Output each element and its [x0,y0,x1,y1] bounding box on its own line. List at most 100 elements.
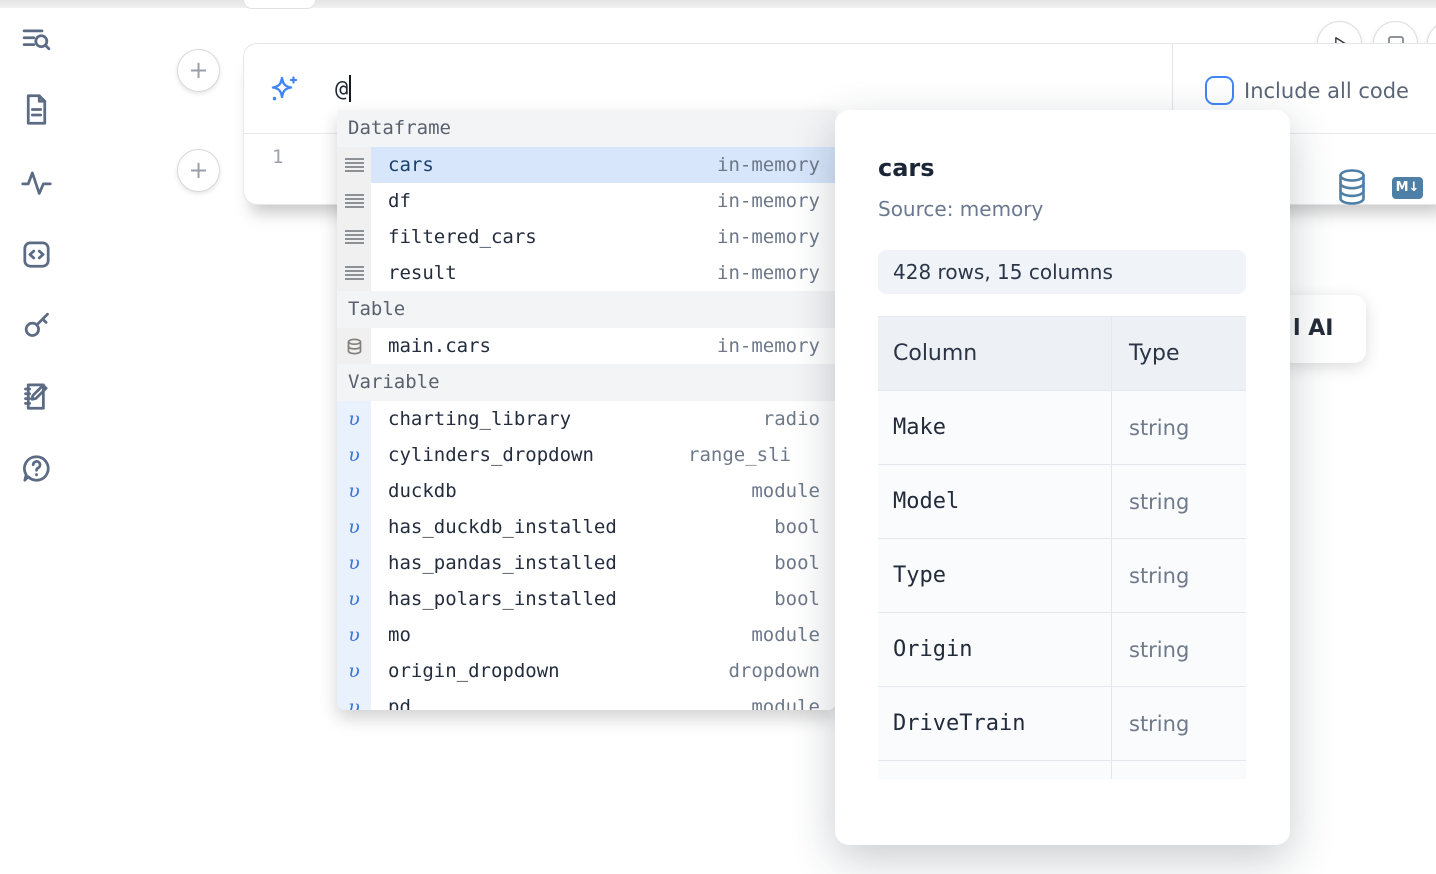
item-label: cars [388,154,434,176]
item-detail: bool [668,516,820,538]
schema-row: DriveTrain string [878,687,1246,761]
completion-item[interactable]: cars in-memory [337,147,836,183]
column-name: Origin [893,637,972,662]
column-header: Column [878,317,1111,390]
completion-item[interactable]: υ has_polars_installedbool [337,581,836,617]
item-detail: bool [668,588,820,610]
item-detail: radio [668,408,820,430]
key-icon[interactable] [20,308,53,341]
item-detail: in-memory [668,154,820,176]
item-label: df [388,190,411,212]
completion-group-header: Dataframe [337,110,836,147]
item-detail: range_sli [688,444,836,466]
schema-row: Make string [878,391,1246,465]
completion-item[interactable]: result in-memory [337,255,836,291]
item-label: filtered_cars [388,226,537,248]
variable-icon: υ [337,473,371,509]
include-all-code-label: Include all code [1244,79,1409,103]
file-icon[interactable] [20,93,53,126]
item-label: pd [388,696,411,710]
code-cell-icon[interactable] [20,238,53,271]
completion-item[interactable]: υ charting_library radio [337,401,836,437]
completion-item[interactable]: df in-memory [337,183,836,219]
database-icon [1337,168,1367,207]
column-name: Make [893,415,946,440]
column-type: string [1129,564,1189,588]
column-name: Model [893,489,959,514]
item-detail: module [668,624,820,646]
activity-icon[interactable] [20,166,53,199]
completion-item[interactable]: υ duckdb module [337,473,836,509]
dataframe-rows-icon [337,255,371,291]
completion-item[interactable]: main.cars in-memory [337,328,836,364]
item-label: cylinders_dropdown [388,444,594,466]
database-icon [337,328,371,364]
item-label: origin_dropdown [388,660,560,682]
item-detail: bool [668,552,820,574]
completion-item[interactable]: υ has_pandas_installed bool [337,545,836,581]
column-name: Type [893,563,946,588]
column-type: string [1129,416,1189,440]
item-detail: in-memory [668,335,820,357]
item-label: mo [388,624,411,646]
include-all-code-checkbox[interactable] [1205,76,1234,105]
dataframe-preview-popover: cars Source: memory 428 rows, 15 columns… [835,110,1290,845]
add-cell-above-button[interactable]: + [177,49,220,92]
sparkles-ai-icon [268,74,300,106]
dataframe-rows-icon [337,219,371,255]
dataframe-rows-icon [337,147,371,183]
help-chat-icon[interactable] [20,452,53,485]
item-label: has_duckdb_installed [388,516,617,538]
item-label: charting_library [388,408,571,430]
previous-cell-fragment [243,0,316,9]
completion-item[interactable]: υ mo module [337,617,836,653]
variable-icon: υ [337,581,371,617]
column-type: string [1129,712,1189,736]
toc-search-icon[interactable] [20,24,53,57]
ai-prompt-input[interactable]: @ [335,75,351,102]
completion-item[interactable]: υ has_duckdb_installed bool [337,509,836,545]
item-detail: dropdown [668,660,820,682]
variable-icon: υ [337,545,371,581]
item-detail: module [668,480,820,502]
item-detail: in-memory [668,262,820,284]
item-detail: in-memory [668,226,820,248]
preview-title: cars [878,154,1290,182]
completion-item[interactable]: υ cylinders_dropdown range_sli [337,437,836,473]
item-detail: module [668,696,820,710]
completion-group-header: Variable [337,364,836,401]
schema-row-partial [878,761,1246,779]
item-label: duckdb [388,480,457,502]
completion-item[interactable]: υ origin_dropdowndropdown [337,653,836,689]
item-label: has_pandas_installed [388,552,617,574]
text-caret [349,75,351,102]
schema-table: Column Type Make string Model string Typ… [878,316,1246,779]
type-header: Type [1111,317,1246,390]
preview-source: Source: memory [878,197,1290,221]
dataframe-rows-icon [337,183,371,219]
previous-cell-shadow [0,0,1436,8]
datasource-button[interactable] [1337,168,1367,207]
column-type: string [1129,490,1189,514]
variable-icon: υ [337,689,371,710]
autocomplete-dropdown: Dataframe cars in-memory df in-memory filt… [337,110,836,710]
variable-icon: υ [337,617,371,653]
variable-icon: υ [337,509,371,545]
item-label: main.cars [388,335,491,357]
schema-row: Type string [878,539,1246,613]
scratchpad-icon[interactable] [20,380,53,413]
variable-icon: υ [337,401,371,437]
line-number: 1 [272,146,283,168]
column-type: string [1129,638,1189,662]
markdown-toggle-button[interactable]: M↓ [1392,177,1423,199]
item-label: result [388,262,457,284]
completion-item-partial[interactable]: υ pd module [337,689,836,710]
schema-header-row: Column Type [878,317,1246,391]
schema-row: Origin string [878,613,1246,687]
schema-row: Model string [878,465,1246,539]
item-detail: in-memory [668,190,820,212]
completion-item[interactable]: filtered_cars in-memory [337,219,836,255]
variable-icon: υ [337,437,371,473]
add-cell-below-button[interactable]: + [177,149,220,192]
prompt-value: @ [335,77,348,102]
